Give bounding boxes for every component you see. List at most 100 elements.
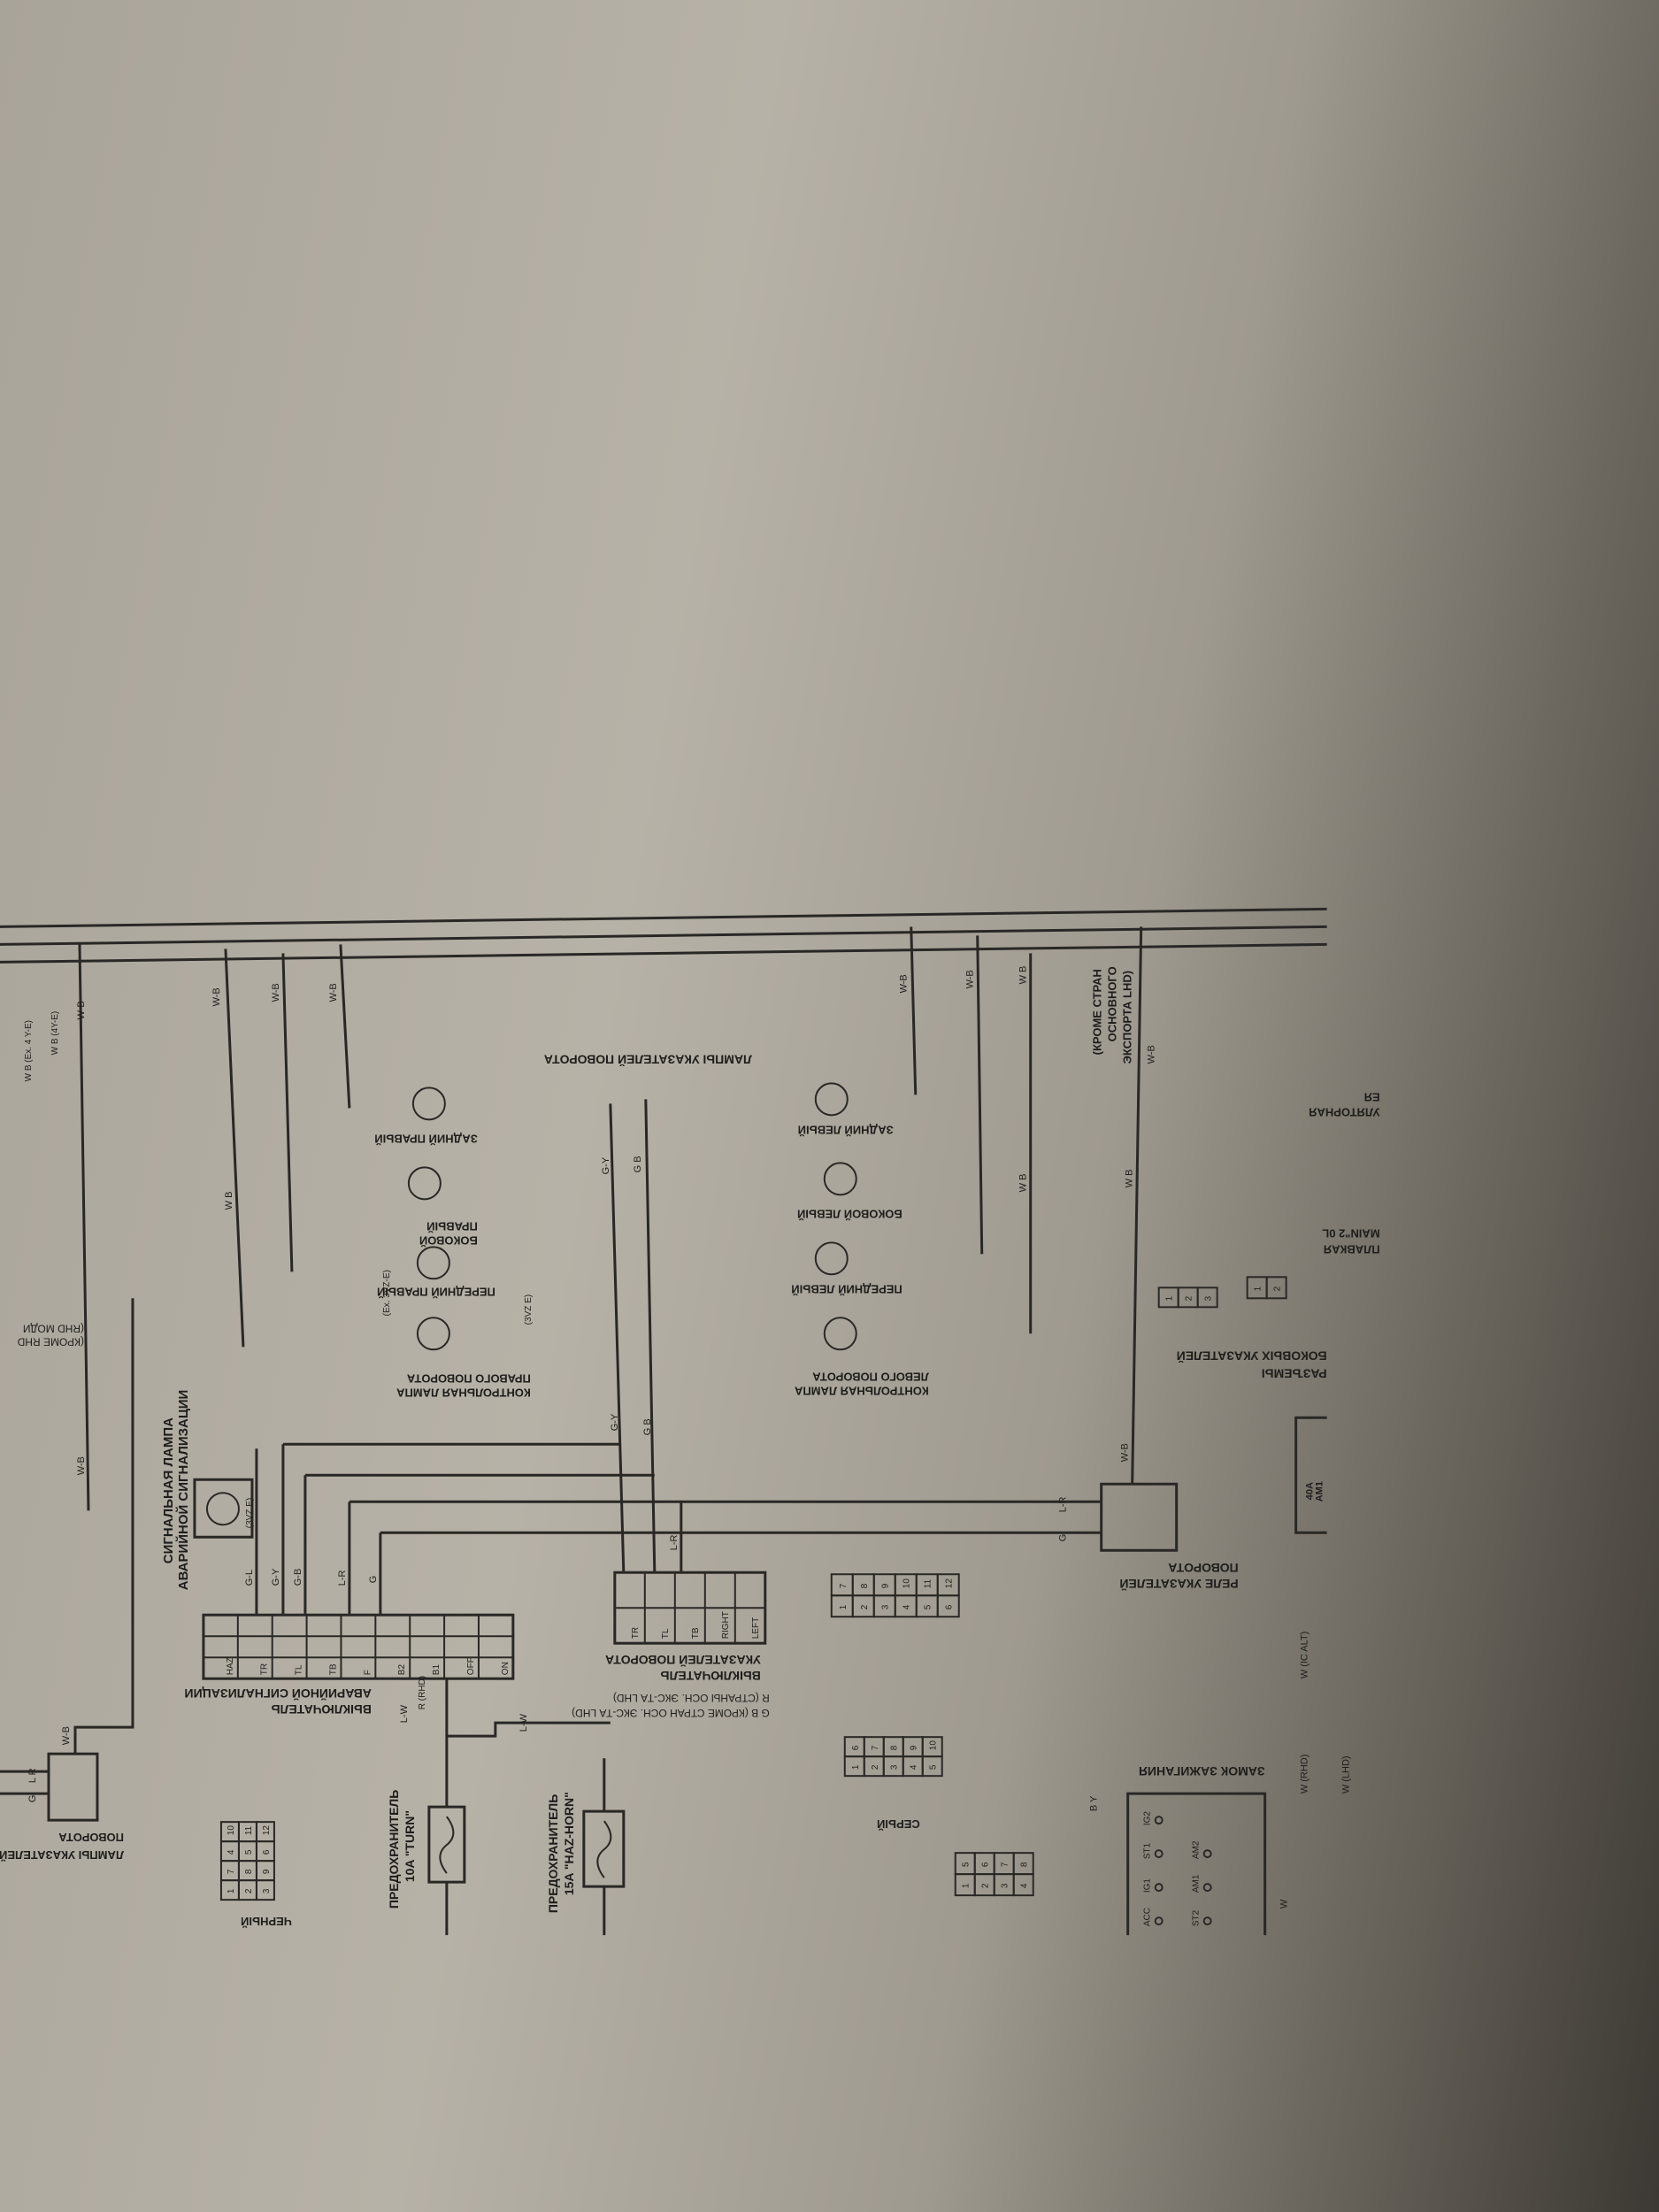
- connector-pin-number: 9: [910, 1745, 919, 1750]
- connector-pin-number: 12: [945, 1578, 955, 1589]
- battery-label-1: УЛЯТОРНАЯ: [1309, 1105, 1379, 1118]
- battery-label-2: ЕЯ: [1364, 1090, 1380, 1103]
- side-connectors-label-2: БОКОВЫХ УКАЗАТЕЛЕЙ: [1177, 1348, 1327, 1363]
- except-rhd-1: (КРОМЕ RHD: [17, 1335, 84, 1348]
- hazard-switch-col-label: F: [363, 1670, 373, 1675]
- connector-pin-number: 7: [871, 1745, 880, 1750]
- ignition-terminal-label: AM1: [1192, 1874, 1202, 1893]
- connector-pin: [1012, 1852, 1034, 1876]
- connector-pin-number: 6: [262, 1849, 272, 1855]
- connector-pin-number: 3: [890, 1764, 900, 1770]
- indicator-right-bulb-icon: [416, 1317, 450, 1351]
- wire-wb-top: [78, 944, 90, 1511]
- wire-gb-main: [644, 1099, 657, 1573]
- ignition-box: [1126, 1792, 1267, 1936]
- wl-wb-4: W-B: [76, 1001, 87, 1019]
- connector-pin-number: 6: [945, 1604, 955, 1609]
- hazard-switch-col-label: TL: [295, 1664, 304, 1675]
- indicator-right-label-1: КОНТРОЛЬНАЯ ЛАМПА: [396, 1386, 530, 1399]
- main-fuse-40a: 40A: [1305, 1482, 1316, 1500]
- top-lamps-label-1: ЛАМПЫ УКАЗАТЕЛЕЙ: [0, 1848, 124, 1862]
- wl-wb-3: W-B: [76, 1456, 87, 1475]
- connector-pin-number: 2: [244, 1888, 254, 1893]
- wl-gb-main: G B: [642, 1418, 653, 1435]
- hazard-lamp-bulb-icon: [205, 1492, 240, 1526]
- connector-pin-number: 7: [1001, 1862, 1010, 1867]
- ignition-terminal-label: IG1: [1143, 1878, 1153, 1893]
- turn-relay: РЕЛЕ УКАЗАТЕЛЕЙ ПОВОРОТА: [1100, 1482, 1239, 1592]
- turn-switch-label: TL: [661, 1628, 671, 1639]
- connector-pin-number: 2: [981, 1883, 991, 1888]
- connector-pin: [1196, 1286, 1218, 1309]
- connector-pin-number: 1: [1165, 1295, 1175, 1301]
- wire-label-wb-top: W-B: [61, 1726, 72, 1745]
- hazard-switch-col-label: B2: [397, 1664, 407, 1676]
- connector-pin-number: 11: [924, 1578, 933, 1588]
- wl-wb-1: W B: [224, 1192, 234, 1210]
- wire-wb-hazard: [224, 949, 245, 1348]
- left-indicator-group: КОНТРОЛЬНАЯ ЛАМПА ЛЕВОГО ПОВОРОТА ПЕРЕДН…: [791, 1082, 929, 1397]
- wires: [0, 907, 1327, 1616]
- wl-wb-7: W-B: [1147, 1045, 1157, 1064]
- turn-switch-label: LEFT: [751, 1617, 761, 1639]
- ignition-terminal-label: ACC: [1143, 1908, 1153, 1926]
- connector-pin-number: 2: [1185, 1295, 1194, 1301]
- connector-pin-number: 10: [902, 1578, 912, 1589]
- connector-pin-number: 10: [929, 1740, 939, 1751]
- rear-left-bulb-icon: [814, 1082, 849, 1117]
- indicator-left-label-2: ЛЕВОГО ПОВОРОТА: [812, 1370, 929, 1383]
- ignition-terminal-label: ST2: [1192, 1909, 1202, 1926]
- wl-wic: W (IC ALT): [1300, 1632, 1310, 1679]
- wire-wb-rear: [910, 926, 918, 1095]
- hazard-switch-col-label: HAZ: [226, 1657, 235, 1675]
- fuse-haz-label-2: 15A "HAZ-HORN": [562, 1792, 576, 1895]
- wl-gb-main2: G B: [633, 1156, 643, 1172]
- fuse-turn-icon: [439, 1816, 455, 1874]
- wl-gl: G-L: [244, 1570, 255, 1586]
- wl-wb4y: W B (Ex. 4 Y-E): [24, 1020, 34, 1081]
- wl-lw-sw: L-W: [399, 1704, 410, 1723]
- except-lhd-1: (КРОМЕ СТРАН: [1091, 969, 1104, 1055]
- main-fuse-label-2: MAIN"2 0L: [1322, 1226, 1379, 1240]
- side-left-label: БОКОВОЙ ЛЕВЫЙ: [797, 1207, 902, 1220]
- connector-pin-number: 10: [227, 1825, 236, 1836]
- connector-pin-number: 8: [890, 1745, 900, 1750]
- wl-gy-main: G-Y: [610, 1413, 620, 1431]
- ignition-terminal-icon: [1154, 1883, 1164, 1893]
- connector-pin-number: 2: [860, 1604, 870, 1609]
- connector-pin-number: 4: [227, 1849, 236, 1855]
- connector-pin-number: 7: [839, 1583, 849, 1588]
- rear-right-label: ЗАДНИЙ ПРАВЫЙ: [374, 1132, 478, 1145]
- top-lamps-block: ЛАМПЫ УКАЗАТЕЛЕЙ ПОВОРОТА G L R W-B: [0, 1298, 134, 1862]
- right-indicator-group: КОНТРОЛЬНАЯ ЛАМПА ПРАВОГО ПОВОРОТА ПЕРЕД…: [374, 1087, 531, 1399]
- main-fuse-box: [1294, 1416, 1327, 1534]
- export-note-2: R (СТРАНЫ ОСН. ЭКС-ТА LHD): [613, 1692, 770, 1704]
- except-rhd-2: (RHD МОДИ: [23, 1322, 84, 1334]
- wire-gy-main: [609, 1103, 626, 1573]
- wl-wb-11: W-B: [899, 974, 910, 993]
- connector-pin-number: 3: [881, 1604, 891, 1609]
- hazard-lamp-label-1: СИГНАЛЬНАЯ ЛАМПА: [161, 1417, 176, 1563]
- wire-wb-rear-r: [339, 944, 351, 1109]
- front-left-bulb-icon: [814, 1241, 849, 1276]
- fuse-haz-icon: [596, 1820, 612, 1878]
- ignition-terminal-icon: [1154, 1849, 1164, 1859]
- connector-pin-number: 11: [244, 1825, 254, 1835]
- connector-pin-number: 1: [839, 1604, 849, 1609]
- wl-g: G: [368, 1576, 379, 1584]
- wl-g-relay: G: [1058, 1534, 1069, 1542]
- side-right-bulb-icon: [407, 1166, 442, 1201]
- ignition-terminal-icon: [1202, 1883, 1212, 1893]
- hazard-lamp-box: [193, 1478, 254, 1539]
- connector-pin: [1265, 1276, 1287, 1300]
